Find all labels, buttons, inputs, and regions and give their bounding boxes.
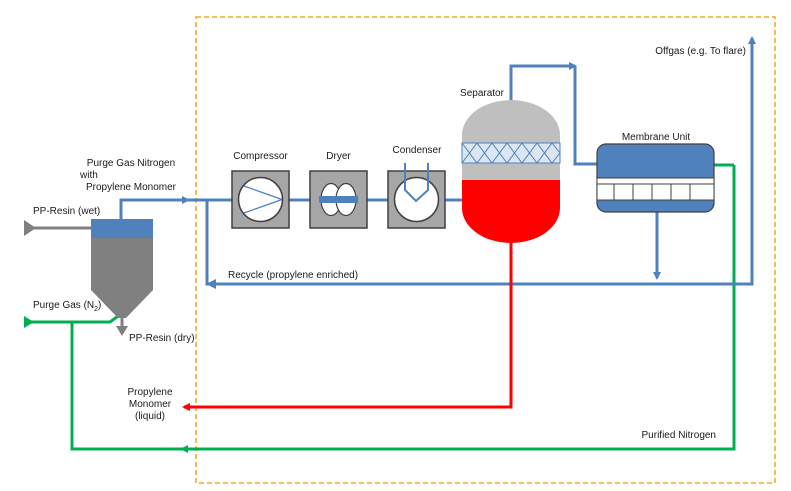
propylene-label-line3: (liquid) — [134, 411, 165, 422]
system-boundary — [195, 16, 776, 484]
propylene-label-line1: Propylene — [127, 387, 173, 398]
purge-gas-n2-close: ) — [98, 300, 102, 311]
recycle-arrow — [206, 279, 216, 289]
offgas-line — [657, 36, 756, 286]
pp-resin-wet-arrow — [24, 220, 36, 236]
pp-resin-dry-label: PP-Resin (dry) — [129, 333, 195, 344]
purified-nitrogen-label: Purified Nitrogen — [641, 430, 716, 441]
dryer — [309, 170, 368, 229]
compressor — [231, 170, 290, 229]
condenser — [387, 163, 446, 229]
separator — [461, 100, 561, 243]
offgas-label: Offgas (e.g. To flare) — [655, 46, 746, 57]
purified-nitrogen-feed-line — [70, 322, 182, 451]
purge-gas-label-line1: Purge Gas Nitrogen — [86, 158, 176, 169]
recycle-label: Recycle (propylene enriched) — [228, 270, 359, 281]
separator-to-membrane-line — [573, 66, 598, 166]
pp-resin-dry-arrow — [116, 326, 128, 336]
pp-resin-wet-label: PP-Resin (wet) — [33, 206, 101, 217]
purge-bin — [91, 219, 153, 318]
membrane-unit-label: Membrane Unit — [621, 132, 691, 143]
separator-label: Separator — [460, 88, 504, 99]
membrane-unit — [596, 143, 715, 213]
purge-gas-n2-subscript: 2 — [94, 306, 99, 313]
purged-nitrogen-return-line — [180, 165, 736, 453]
purge-gas-n2-arrow — [24, 316, 34, 328]
separator-gas-outlet-line — [509, 62, 577, 100]
purge-gas-label-line2: with — [80, 170, 98, 181]
purge-gas-label-line3: Propylene Monomer — [85, 182, 177, 193]
purge-gas-label: Purge Gas Nitrogen with Propylene Monome… — [74, 158, 188, 194]
propylene-monomer-label: Propylene Monomer (liquid) — [118, 387, 182, 423]
compressor-label: Compressor — [233, 151, 288, 162]
dryer-label: Dryer — [326, 151, 351, 162]
condenser-label: Condenser — [392, 145, 442, 156]
purge-gas-outlet-line — [119, 196, 190, 219]
purge-gas-n2-text: Purge Gas (N — [33, 300, 95, 311]
purge-gas-n2-label: Purge Gas (N2) — [33, 300, 102, 313]
propylene-liquid-line — [182, 238, 513, 411]
propylene-label-line2: Monomer — [128, 399, 172, 410]
